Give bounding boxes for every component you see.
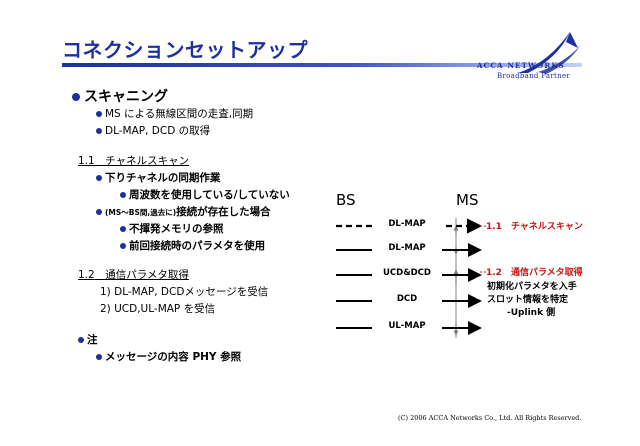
bullet-icon: [78, 337, 84, 343]
bullet-icon: [120, 243, 126, 249]
step-note: 初期化パラメタを入手: [487, 282, 577, 292]
bullet-icon: [96, 175, 102, 181]
acca-logo-icon: [518, 32, 580, 74]
bullet-icon: [96, 354, 102, 360]
note-item-text: メッセージの内容 PHY 参照: [105, 351, 242, 363]
bullet-icon: [72, 93, 80, 101]
bullet-icon: [96, 128, 102, 134]
section-2-item: 2) UCD,UL-MAP を受信: [100, 303, 216, 315]
section-1-item-text: 下りチャネルの同期作業: [105, 172, 221, 184]
scanning-item: DL-MAP, DCD の取得: [96, 123, 210, 138]
section-1-subitem: 周波数を使用している/していない: [120, 187, 290, 202]
step-2-label: 1.2 通信パラメタ取得: [486, 268, 583, 278]
message-label: DL-MAP: [372, 219, 442, 229]
step-note: -Uplink 側: [507, 308, 556, 318]
section-1-subitem: 前回接続時のパラメタを使用: [120, 238, 265, 253]
bs-label: BS: [336, 191, 356, 209]
section-1-subitem-text: 周波数を使用している/していない: [129, 189, 290, 201]
section-1-item-prefix: (MS～BS間,過去に): [105, 208, 177, 217]
note-item: メッセージの内容 PHY 参照: [96, 349, 241, 364]
message-label: UL-MAP: [372, 321, 442, 331]
section-1-subitem: 不揮発メモリの参照: [120, 221, 224, 236]
bullet-icon: [120, 192, 126, 198]
scanning-item-text: MS による無線区間の走査,同期: [105, 108, 254, 120]
section-1-subitem-text: 不揮発メモリの参照: [129, 223, 224, 235]
section-1-item: 下りチャネルの同期作業: [96, 170, 220, 185]
title-underline-bar: [62, 63, 582, 67]
ms-label: MS: [456, 191, 479, 209]
section-2-title: 1.2 通信パラメタ取得: [78, 269, 189, 281]
scanning-item: MS による無線区間の走査,同期: [96, 106, 253, 121]
section-2-item: 1) DL-MAP, DCDメッセージを受信: [100, 286, 269, 298]
message-label: DL-MAP: [372, 243, 442, 253]
message-label: UCD&DCD: [372, 268, 442, 278]
note-heading-text: 注: [87, 334, 98, 346]
bullet-icon: [96, 209, 102, 215]
slide-title: コネクションセットアップ: [62, 38, 308, 62]
section-1-subitem-text: 前回接続時のパラメタを使用: [129, 240, 266, 252]
section-1-title: 1.1 チャネルスキャン: [78, 155, 190, 167]
logo-name: ACCA NETWORKS: [477, 61, 565, 70]
copyright: (C) 2006 ACCA Networks Co., Ltd. All Rig…: [398, 414, 582, 422]
scanning-heading-text: スキャニング: [84, 89, 168, 105]
message-label: DCD: [372, 294, 442, 304]
section-1-item: (MS～BS間,過去に)接続が存在した場合: [96, 204, 271, 219]
scanning-item-text: DL-MAP, DCD の取得: [105, 125, 211, 137]
step-note: スロット情報を特定: [487, 295, 569, 305]
bullet-icon: [96, 111, 102, 117]
bullet-icon: [120, 226, 126, 232]
note-heading: 注: [78, 332, 98, 347]
scanning-heading: スキャニング: [72, 86, 168, 106]
step-1-label: 1.1 チャネルスキャン: [486, 222, 583, 232]
logo-subtitle: Broadband Partner: [497, 72, 571, 80]
section-1-item-text: 接続が存在した場合: [176, 206, 271, 218]
